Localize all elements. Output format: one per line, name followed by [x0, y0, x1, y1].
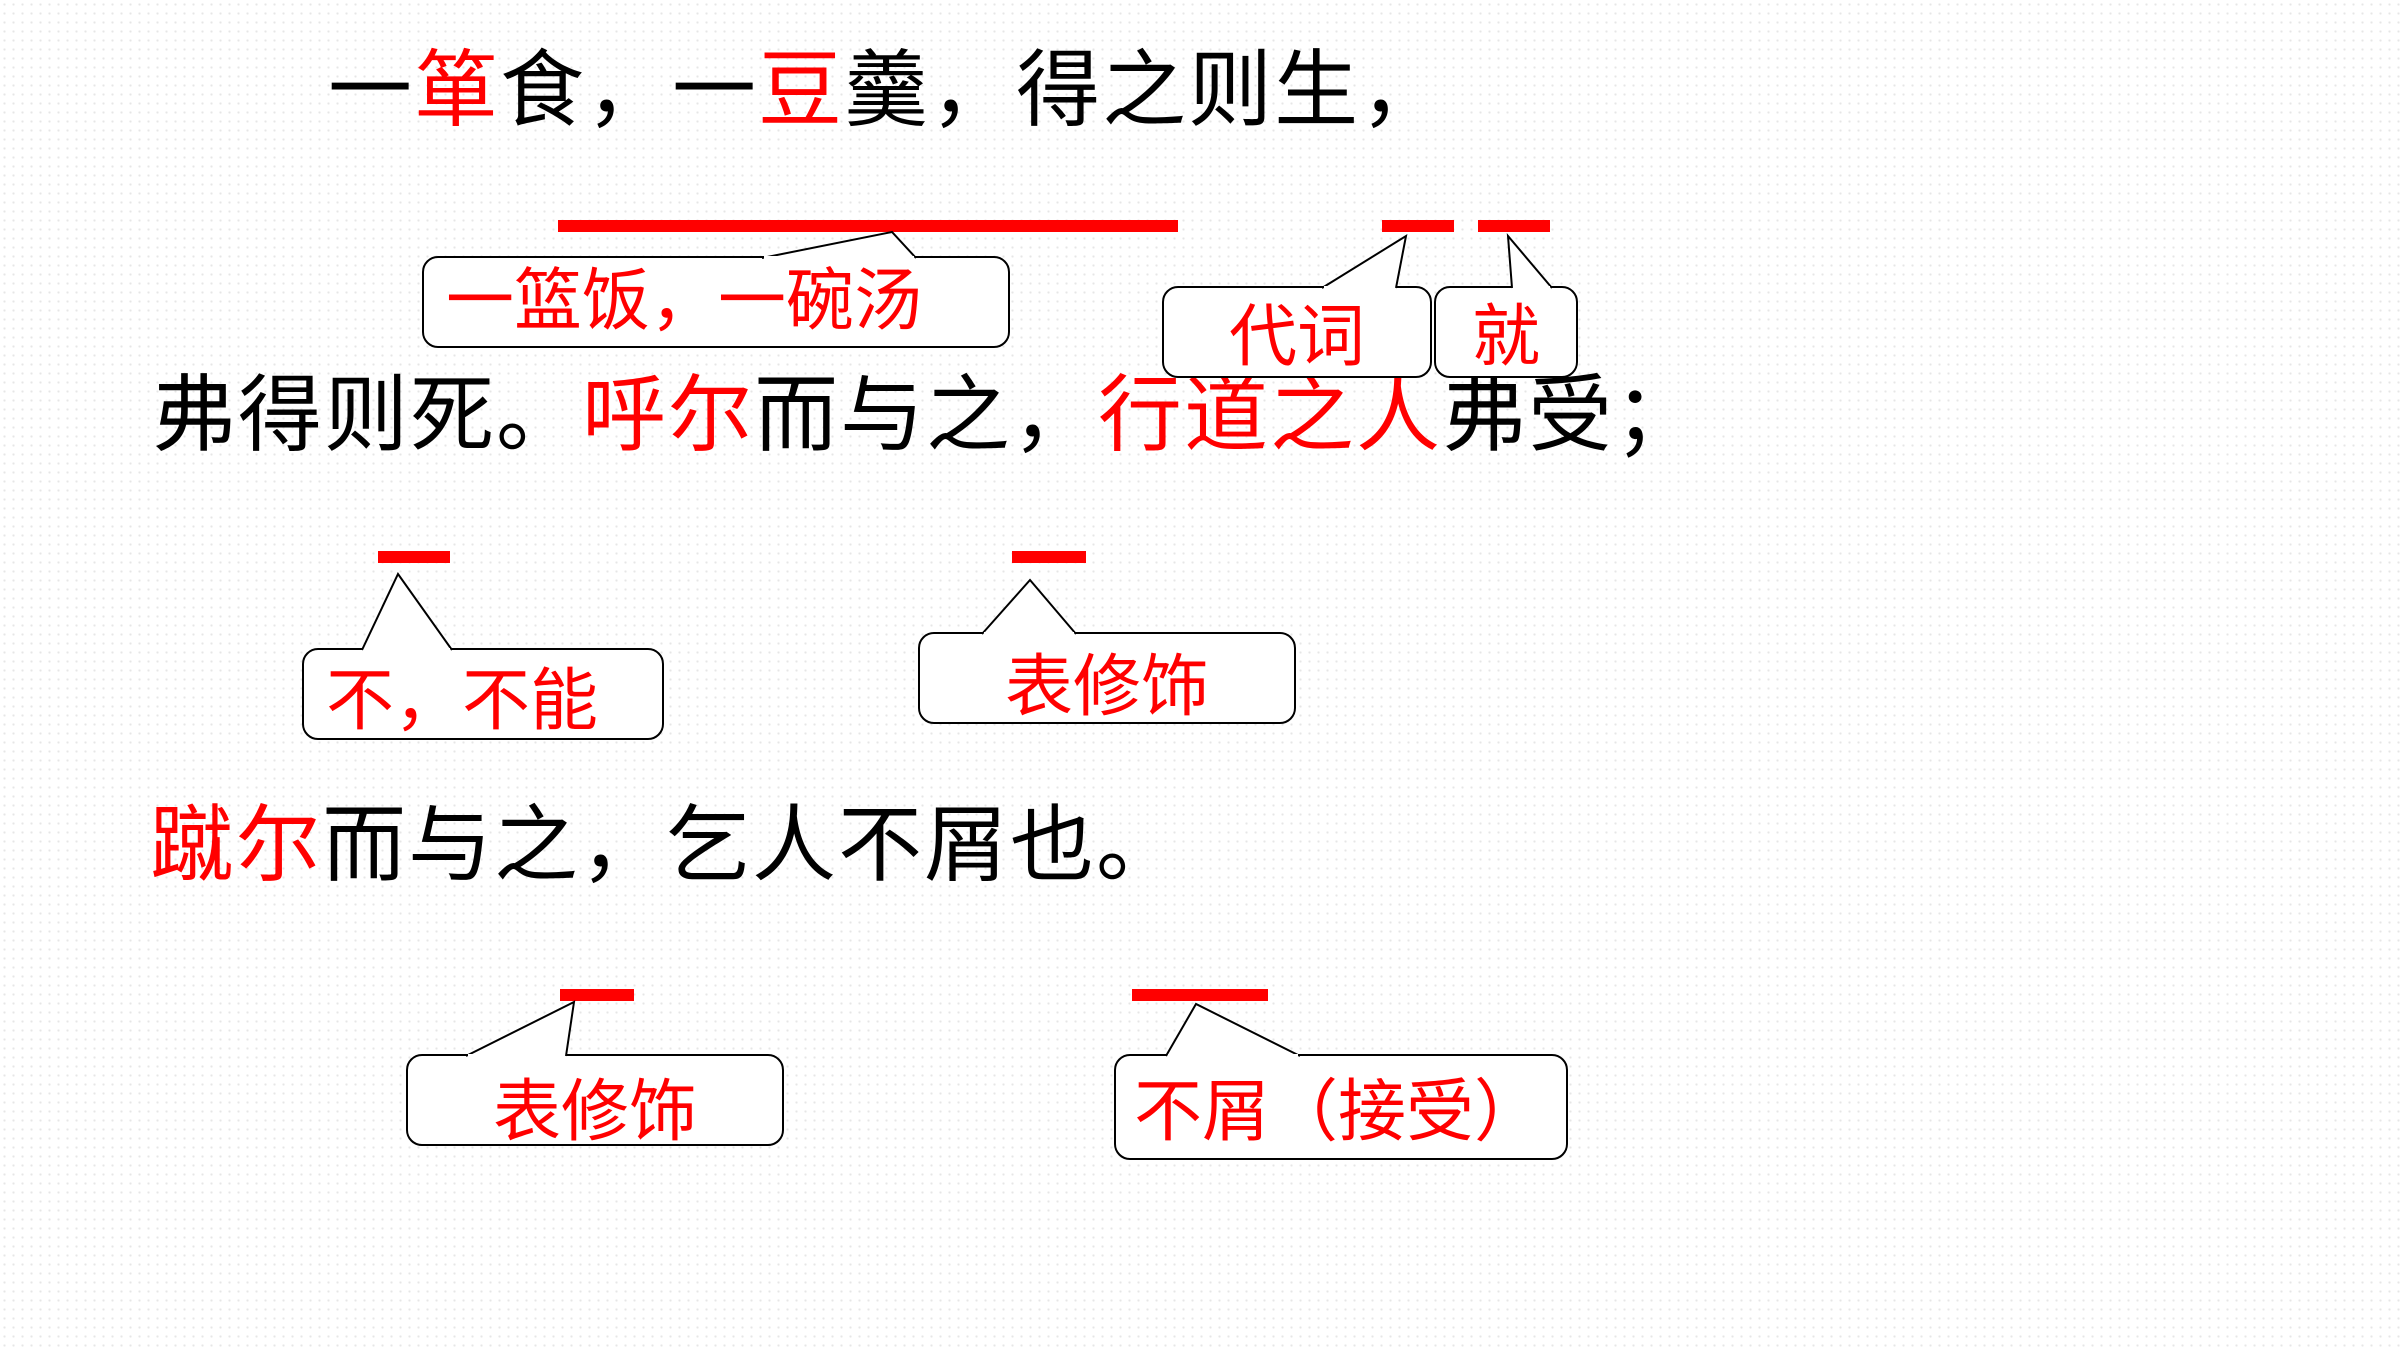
text-segment-highlight: 豆 — [758, 41, 845, 139]
text-segment-highlight: 行道之人 — [1098, 366, 1443, 464]
underline-mark — [560, 989, 634, 1001]
underline-mark — [1132, 989, 1268, 1001]
text-segment: 一 — [328, 41, 415, 139]
annotation-then: 就 — [1434, 286, 1578, 378]
text-segment: 食，一 — [500, 41, 759, 139]
underline-mark — [1478, 220, 1550, 232]
text-segment-highlight: 呼尔 — [582, 366, 755, 464]
annotation-bowl-basket: 一篮饭，一碗汤 — [422, 256, 1010, 348]
text-segment: 而与之，乞人不屑也。 — [322, 796, 1183, 894]
sentence-line-3: 蹴尔而与之，乞人不屑也。 — [150, 795, 1182, 895]
pointer-disdain — [1165, 1002, 1301, 1057]
pointer-bowl-basket — [761, 230, 917, 259]
annotation-cannot: 不，不能 — [302, 648, 664, 740]
pointer-modifier-2 — [465, 1000, 576, 1057]
annotation-disdain: 不屑（接受） — [1114, 1054, 1568, 1160]
pointer-cannot — [361, 572, 453, 651]
pointer-then — [1506, 232, 1553, 289]
text-segment: 弗得则死。 — [152, 366, 583, 464]
pointer-modifier-1 — [981, 578, 1077, 635]
annotation-pronoun: 代词 — [1162, 286, 1432, 378]
pointer-pronoun — [1321, 233, 1408, 289]
text-segment-highlight: 蹴尔 — [150, 796, 323, 894]
text-segment-highlight: 箪 — [414, 41, 501, 139]
text-segment: 弗受； — [1442, 366, 1701, 464]
underline-mark — [558, 220, 1178, 232]
text-segment: 而与之， — [754, 366, 1099, 464]
annotation-modifier-1: 表修饰 — [918, 632, 1296, 724]
underline-mark — [1012, 551, 1086, 563]
text-segment: 羹，得之则生， — [844, 41, 1447, 139]
annotation-modifier-2: 表修饰 — [406, 1054, 784, 1146]
underline-mark — [1382, 220, 1454, 232]
underline-mark — [378, 551, 450, 563]
sentence-line-1: 一箪食，一豆羹，得之则生， — [328, 40, 1446, 140]
sentence-line-2: 弗得则死。呼尔而与之，行道之人弗受； — [152, 365, 1700, 465]
